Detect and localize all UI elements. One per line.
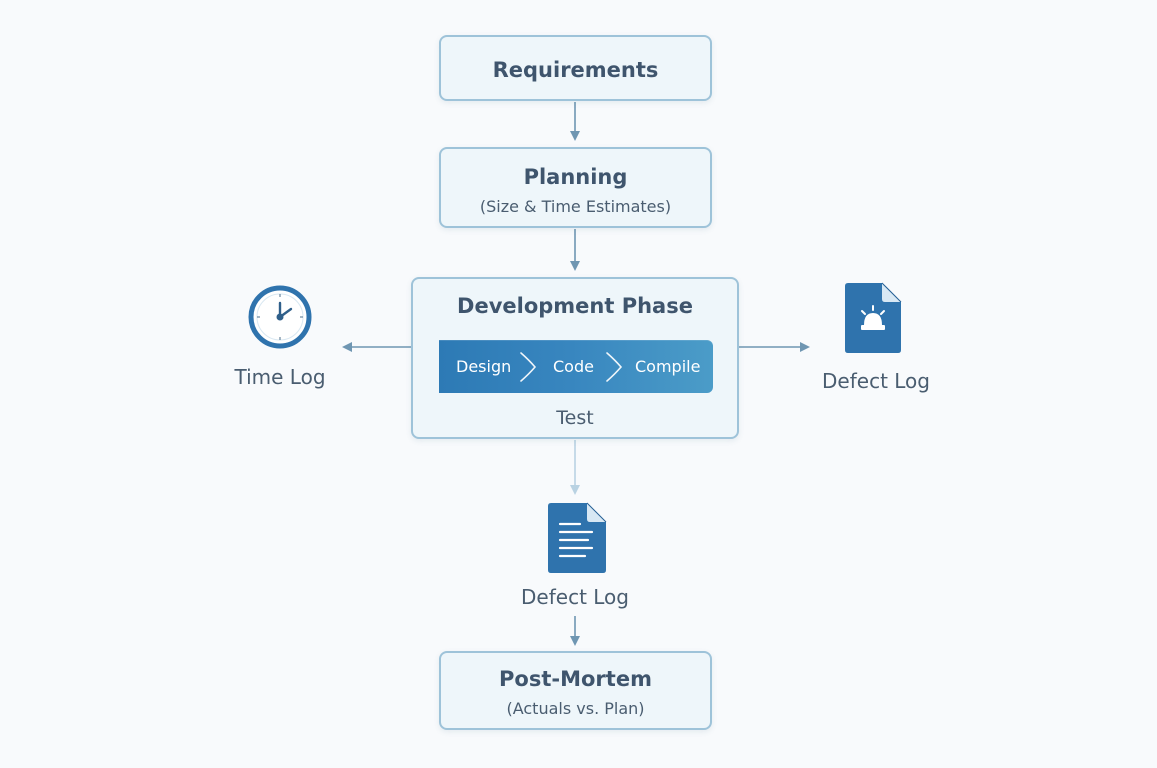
design-step: Design (456, 357, 512, 376)
defect-log-bottom-label: Defect Log (521, 585, 629, 609)
chevron-right-icon (606, 352, 623, 382)
planning-title: Planning (523, 165, 628, 189)
test-step: Test (556, 407, 594, 429)
planning-subtitle: (Size & Time Estimates) (479, 197, 672, 216)
compile-step: Compile (635, 357, 701, 376)
alert-document-icon (842, 282, 904, 354)
planning-node: Planning (Size & Time Estimates) (439, 147, 712, 228)
post-mortem-title: Post-Mortem (499, 667, 652, 691)
development-phase-node: Development Phase Design Code Compile Te… (411, 277, 739, 439)
code-step: Code (553, 357, 594, 376)
clock-icon (246, 283, 314, 351)
document-lines-icon (545, 502, 608, 574)
requirements-title: Requirements (492, 58, 659, 82)
chevron-right-icon (520, 352, 537, 382)
post-mortem-subtitle: (Actuals vs. Plan) (506, 699, 645, 718)
requirements-node: Requirements (439, 35, 712, 101)
defect-log-right-label: Defect Log (822, 369, 930, 393)
time-log-label: Time Log (234, 365, 326, 389)
development-phase-title: Development Phase (457, 294, 693, 318)
post-mortem-node: Post-Mortem (Actuals vs. Plan) (439, 651, 712, 730)
development-steps-bar: Design Code Compile (439, 340, 713, 393)
